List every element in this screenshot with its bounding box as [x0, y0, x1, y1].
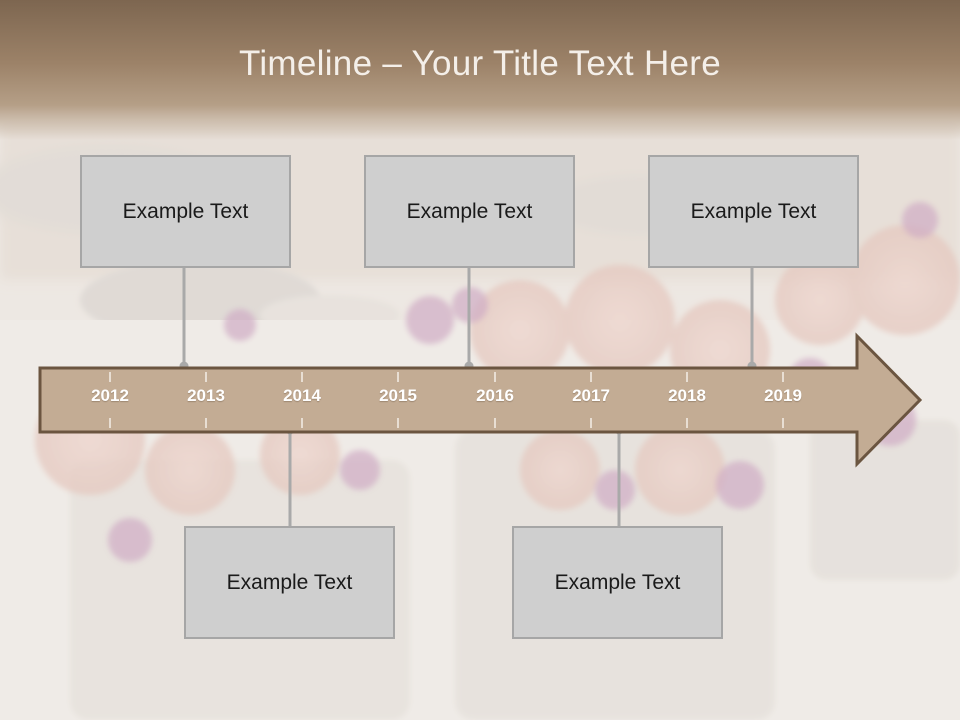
year-label-2012: 2012 [91, 386, 129, 405]
callout-text: Example Text [122, 199, 249, 223]
year-label-2015: 2015 [379, 386, 417, 405]
year-label-2018: 2018 [668, 386, 706, 405]
callout-box-bottom-1[interactable]: Example Text [184, 526, 395, 639]
year-label-2014: 2014 [283, 386, 321, 405]
callout-box-top-2[interactable]: Example Text [364, 155, 575, 268]
year-label-2017: 2017 [572, 386, 610, 405]
callout-text: Example Text [554, 570, 681, 594]
year-label-2013: 2013 [187, 386, 225, 405]
year-label-2016: 2016 [476, 386, 514, 405]
callout-text: Example Text [690, 199, 817, 223]
slide-title: Timeline – Your Title Text Here [238, 44, 722, 83]
callout-box-bottom-2[interactable]: Example Text [512, 526, 723, 639]
callout-box-top-1[interactable]: Example Text [80, 155, 291, 268]
callout-box-top-3[interactable]: Example Text [648, 155, 859, 268]
timeline-arrow [38, 332, 923, 468]
callout-text: Example Text [406, 199, 533, 223]
year-label-2019: 2019 [764, 386, 802, 405]
title-band [0, 0, 960, 140]
callout-text: Example Text [226, 570, 353, 594]
